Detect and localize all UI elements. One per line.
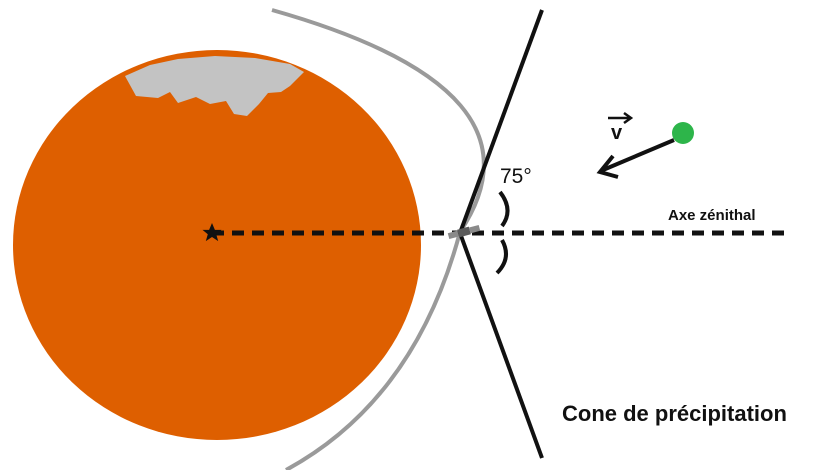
particle: [672, 122, 694, 144]
star-icon: [202, 223, 222, 242]
cone-edge-lower: [458, 232, 544, 459]
planet: [13, 50, 421, 440]
precipitation-cone-label: Cone de précipitation: [562, 401, 787, 426]
velocity-label: v: [608, 111, 634, 144]
zenith-axis-label: Axe zénithal: [668, 207, 756, 224]
arrow-icon: [596, 138, 675, 179]
velocity-text: v: [611, 122, 623, 144]
polar-cap: [125, 56, 304, 116]
angle-arc-lower: [495, 239, 508, 275]
satellite-icon: [447, 224, 481, 240]
angle-label: 75°: [500, 165, 532, 188]
angle-arc-upper: [498, 190, 510, 228]
planet-disk: [13, 50, 421, 440]
vector-arrow-mark: [608, 111, 634, 125]
cone-edge-upper: [458, 9, 544, 234]
